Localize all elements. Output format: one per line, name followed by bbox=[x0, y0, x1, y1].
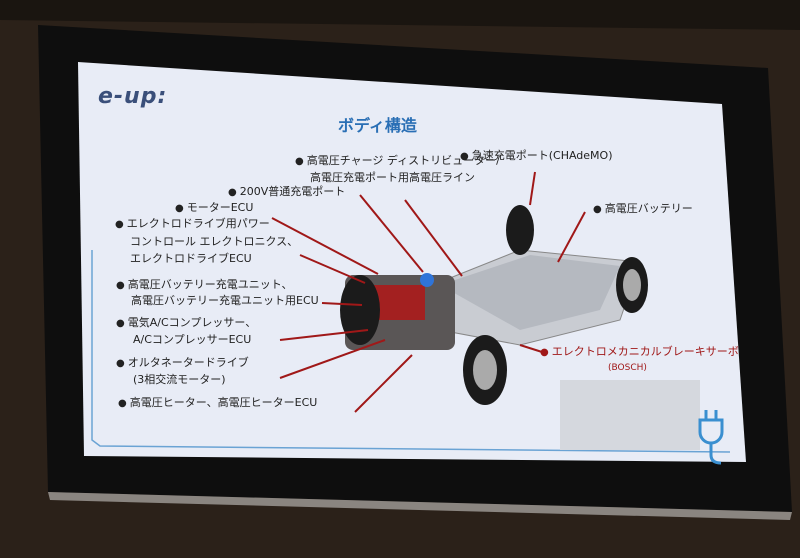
slide-title: ボディ構造 bbox=[338, 116, 417, 135]
label-power-electronics: エレクトロドライブ用パワー bbox=[115, 218, 270, 230]
label-charge-distributor-2: 高電圧充電ポート用高電圧ライン bbox=[310, 171, 475, 184]
label-motor-ecu: モーターECU bbox=[175, 202, 254, 214]
label-charge-distributor: 高電圧チャージ ディストリビューター/ bbox=[295, 155, 500, 167]
label-hv-battery: 高電圧バッテリー bbox=[593, 203, 693, 215]
label-power-electronics-3: エレクトロドライブECU bbox=[130, 252, 252, 265]
label-brake-servo: エレクトロメカニカルブレーキサーボ bbox=[540, 346, 739, 358]
car-chassis-image bbox=[340, 205, 700, 450]
label-hv-heater: 高電圧ヒーター、高電圧ヒーターECU bbox=[118, 397, 318, 409]
label-charger-unit: 高電圧バッテリー充電ユニット、 bbox=[116, 279, 293, 291]
label-alternator-2: (3相交流モーター) bbox=[133, 373, 226, 386]
monitor-edge bbox=[48, 492, 792, 520]
label-alternator: オルタネータードライブ bbox=[116, 357, 249, 369]
label-bosch: (BOSCH) bbox=[608, 363, 647, 373]
label-200v-port: 200V普通充電ポート bbox=[228, 186, 346, 198]
e-up-logo: e-up: bbox=[98, 84, 168, 109]
label-chademo-port: 急速充電ポート(CHAdeMO) bbox=[460, 150, 613, 162]
label-ac-compressor-2: A/CコンプレッサーECU bbox=[133, 333, 252, 346]
label-ac-compressor: 電気A/Cコンプレッサー、 bbox=[116, 317, 256, 329]
label-power-electronics-2: コントロール エレクトロニクス、 bbox=[130, 235, 299, 248]
slide-frame-line bbox=[91, 250, 731, 453]
plug-icon bbox=[698, 410, 724, 465]
label-charger-unit-2: 高電圧バッテリー充電ユニット用ECU bbox=[131, 294, 319, 307]
arrows bbox=[271, 171, 586, 413]
ceiling bbox=[0, 0, 800, 30]
